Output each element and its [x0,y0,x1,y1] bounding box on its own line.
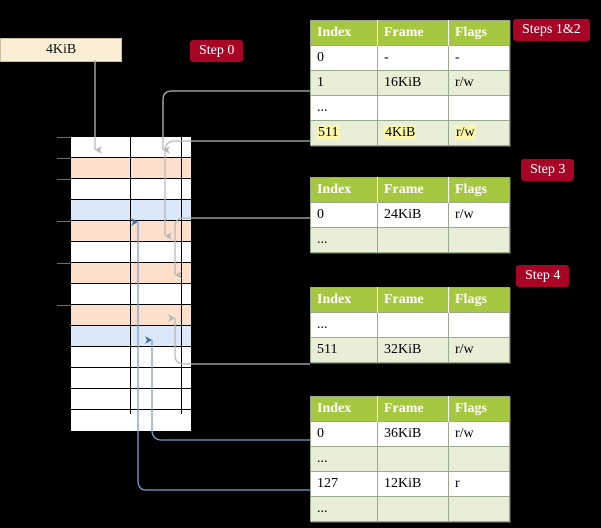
cell-index: ... [310,312,378,338]
cell-frame: 16KiB [377,70,449,96]
memory-frame-row [71,200,191,221]
memory-divider-right [181,136,182,414]
column-header-flags: Flags [448,396,510,422]
cell-index: ... [310,95,378,121]
cell-frame: 24KiB [377,202,449,228]
column-header-index: Index [310,396,378,422]
column-header-flags: Flags [448,20,510,46]
column-header-frame: Frame [377,396,449,422]
cell-index: 0 [310,202,378,228]
table-row: ... [310,496,510,522]
cell-index: 0 [310,45,378,71]
cell-frame [377,312,449,338]
memory-frame-row [71,179,191,200]
memory-frame-row [71,137,191,158]
cell-frame: 36KiB [377,421,449,447]
memory-frame-row [71,347,191,368]
badge-step-4: Step 4 [516,265,570,287]
cell-flags [448,95,510,121]
cell-index: 0 [310,421,378,447]
frame-tick-2 [57,179,70,180]
column-header-flags: Flags [448,177,510,203]
cell-frame [377,496,449,522]
frame-tick-6 [57,263,70,264]
memory-frame-row [71,368,191,389]
cell-index: 1 [310,70,378,96]
column-header-frame: Frame [377,177,449,203]
memory-frame-row [71,410,191,431]
table-row: 0-- [310,45,510,71]
frame-tick-1 [57,158,70,159]
cell-flags [448,446,510,472]
frame-tick-8 [57,305,70,306]
table-row: ... [310,95,510,121]
column-header-frame: Frame [377,287,449,313]
cell-frame: 12KiB [377,471,449,497]
cell-index: 511 [310,120,378,146]
badge-step-3: Step 3 [521,159,575,181]
memory-frame-row [71,221,191,242]
memory-frame-row [71,305,191,326]
cell-index: ... [310,446,378,472]
cell-index: 511 [310,337,378,363]
memory-frame-row [71,326,191,347]
memory-frame-row [71,263,191,284]
memory-divider-left [130,136,131,414]
cell-flags [448,496,510,522]
cell-flags [448,227,510,253]
table-row: ... [310,446,510,472]
memory-frame-row [71,158,191,179]
cell-frame: 4KiB [377,120,449,146]
badge-steps-1-2: Steps 1&2 [513,19,590,41]
column-header-frame: Frame [377,20,449,46]
badge-step-0: Step 0 [190,40,244,62]
column-header-index: Index [310,177,378,203]
cell-flags: r [448,471,510,497]
physical-memory-column [70,136,192,432]
cell-index: 127 [310,471,378,497]
column-header-flags: Flags [448,287,510,313]
cell-flags: r/w [448,120,510,146]
frame-tick-0 [57,137,70,138]
frame-tick-4 [57,221,70,222]
cell-frame: - [377,45,449,71]
cell-frame [377,446,449,472]
memory-frame-row [71,389,191,410]
cell-flags [448,312,510,338]
cell-flags: - [448,45,510,71]
cell-frame: 32KiB [377,337,449,363]
cell-flags: r/w [448,421,510,447]
memory-frame-row [71,284,191,305]
root-frame-box: 4KiB [0,38,122,62]
column-header-index: Index [310,287,378,313]
column-header-index: Index [310,20,378,46]
cell-frame [377,95,449,121]
cell-flags: r/w [448,70,510,96]
table-row: ... [310,227,510,253]
cell-flags: r/w [448,337,510,363]
cell-index: ... [310,227,378,253]
memory-frame-row [71,242,191,263]
cell-flags: r/w [448,202,510,228]
table-row: ... [310,312,510,338]
cell-index: ... [310,496,378,522]
cell-frame [377,227,449,253]
